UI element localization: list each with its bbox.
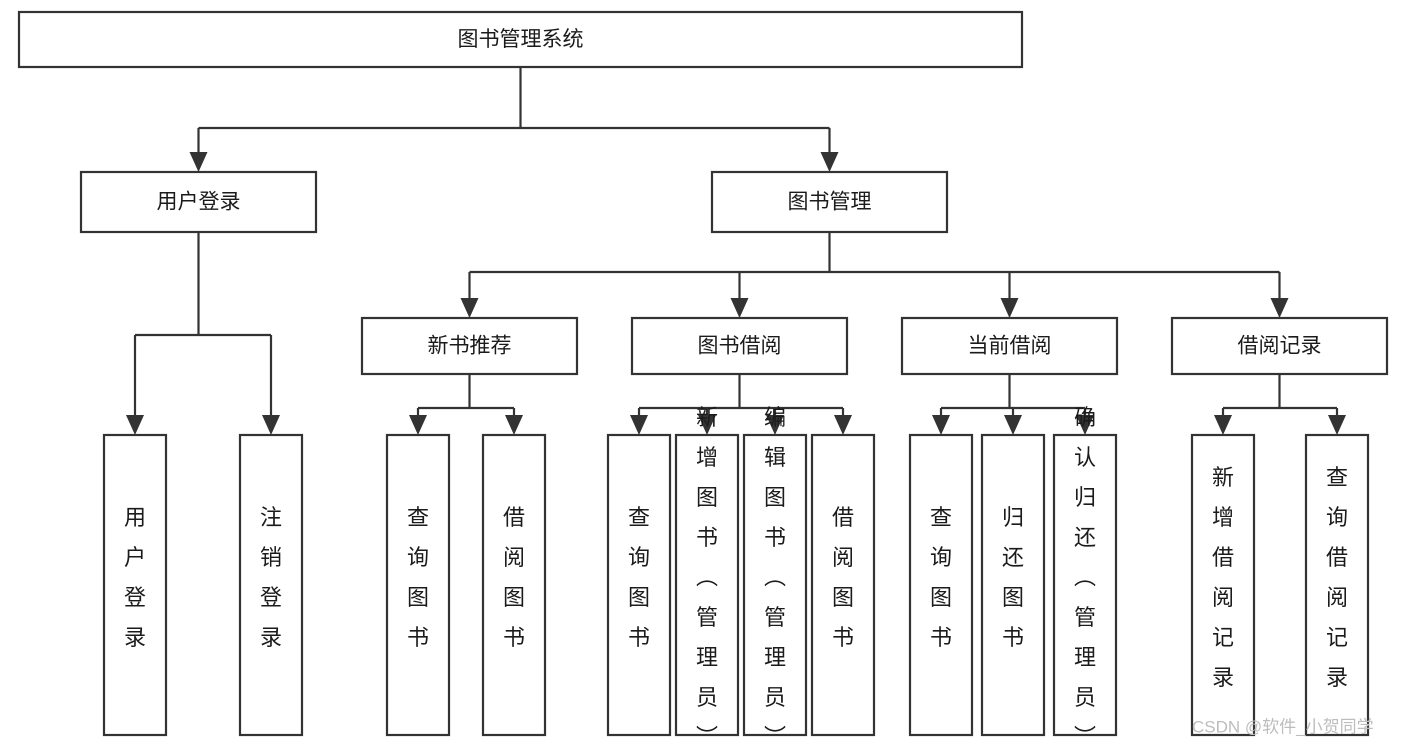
node-leaf-query-borrow-record[interactable]: 查询借阅记录 (1304, 433, 1370, 737)
arrowhead-leaf-return-book (1004, 415, 1022, 435)
arrowhead-current-borrow (1000, 298, 1019, 318)
node-label-leaf-query-book-recommend: 查询图书 (407, 505, 429, 650)
node-leaf-query-book-borrow[interactable]: 查询图书 (606, 433, 672, 737)
node-label-leaf-user-login: 用户登录 (124, 505, 146, 650)
node-label-book-management: 图书管理 (788, 191, 872, 214)
node-box-leaf-user-login (102, 433, 168, 737)
node-leaf-add-borrow-record[interactable]: 新增借阅记录 (1190, 433, 1256, 737)
node-label-leaf-edit-book-admin: 编辑图书（管理员） (764, 405, 786, 747)
arrowhead-leaf-query-book-current (932, 415, 950, 435)
node-label-book-borrow: 图书借阅 (698, 335, 782, 358)
node-box-book-management (710, 170, 949, 234)
node-label-leaf-add-book-admin: 新增图书（管理员） (696, 405, 718, 747)
node-box-leaf-borrow-book-recommend (481, 433, 547, 737)
node-box-root (17, 10, 1024, 69)
connectors-layer (126, 67, 1346, 435)
arrowhead-leaf-add-book-admin (698, 415, 716, 435)
node-label-leaf-borrow-book-recommend: 借阅图书 (503, 505, 525, 650)
arrowhead-leaf-logout (262, 415, 280, 435)
node-leaf-query-book-recommend[interactable]: 查询图书 (385, 433, 451, 737)
node-label-leaf-add-borrow-record: 新增借阅记录 (1212, 465, 1234, 690)
node-box-new-book-recommend (360, 316, 579, 376)
node-label-user-login: 用户登录 (157, 191, 241, 214)
arrowhead-book-borrow (730, 298, 749, 318)
node-label-borrow-records: 借阅记录 (1238, 335, 1322, 358)
node-leaf-user-login[interactable]: 用户登录 (102, 433, 168, 737)
node-root[interactable]: 图书管理系统 (17, 10, 1024, 69)
arrowhead-book-management (820, 152, 839, 172)
node-leaf-confirm-return-admin[interactable]: 确认归还（管理员） (1052, 405, 1118, 747)
node-box-user-login (79, 170, 318, 234)
node-box-leaf-confirm-return-admin (1052, 433, 1118, 737)
node-label-leaf-query-borrow-record: 查询借阅记录 (1326, 465, 1348, 690)
arrowhead-leaf-borrow-book-recommend (505, 415, 523, 435)
arrowhead-leaf-confirm-return-admin (1076, 415, 1094, 435)
node-leaf-return-book[interactable]: 归还图书 (980, 433, 1046, 737)
node-label-leaf-borrow-book: 借阅图书 (832, 505, 854, 650)
node-current-borrow[interactable]: 当前借阅 (900, 316, 1119, 376)
node-box-leaf-query-borrow-record (1304, 433, 1370, 737)
node-box-book-borrow (630, 316, 849, 376)
node-leaf-borrow-book[interactable]: 借阅图书 (810, 433, 876, 737)
arrowhead-leaf-query-book-borrow (630, 415, 648, 435)
node-box-leaf-return-book (980, 433, 1046, 737)
node-box-leaf-logout (238, 433, 304, 737)
node-book-borrow[interactable]: 图书借阅 (630, 316, 849, 376)
node-box-leaf-query-book-borrow (606, 433, 672, 737)
node-label-leaf-return-book: 归还图书 (1002, 505, 1024, 650)
node-label-current-borrow: 当前借阅 (968, 335, 1052, 358)
node-book-management[interactable]: 图书管理 (710, 170, 949, 234)
node-label-root: 图书管理系统 (458, 28, 584, 51)
node-borrow-records[interactable]: 借阅记录 (1170, 316, 1389, 376)
arrowhead-leaf-query-book-recommend (409, 415, 427, 435)
node-label-leaf-logout: 注销登录 (260, 505, 282, 650)
csdn-watermark: CSDN @软件_小贺同学 (1192, 717, 1374, 736)
node-label-leaf-confirm-return-admin: 确认归还（管理员） (1074, 405, 1096, 747)
node-label-leaf-query-book-current: 查询图书 (930, 505, 952, 650)
node-label-new-book-recommend: 新书推荐 (428, 335, 512, 358)
node-box-leaf-edit-book-admin (742, 433, 808, 737)
arrowhead-leaf-borrow-book (834, 415, 852, 435)
arrowhead-borrow-records (1270, 298, 1289, 318)
node-leaf-borrow-book-recommend[interactable]: 借阅图书 (481, 433, 547, 737)
node-leaf-edit-book-admin[interactable]: 编辑图书（管理员） (742, 405, 808, 747)
node-new-book-recommend[interactable]: 新书推荐 (360, 316, 579, 376)
node-user-login[interactable]: 用户登录 (79, 170, 318, 234)
node-leaf-query-book-current[interactable]: 查询图书 (908, 433, 974, 737)
node-box-leaf-borrow-book (810, 433, 876, 737)
node-leaf-logout[interactable]: 注销登录 (238, 433, 304, 737)
node-box-leaf-query-book-current (908, 433, 974, 737)
arrowhead-leaf-user-login (126, 415, 144, 435)
arrowhead-leaf-add-borrow-record (1214, 415, 1232, 435)
node-box-current-borrow (900, 316, 1119, 376)
node-box-leaf-query-book-recommend (385, 433, 451, 737)
nodes-layer: 图书管理系统用户登录图书管理新书推荐图书借阅当前借阅借阅记录用户登录注销登录查询… (17, 10, 1389, 747)
node-leaf-add-book-admin[interactable]: 新增图书（管理员） (674, 405, 740, 747)
node-label-leaf-query-book-borrow: 查询图书 (628, 505, 650, 650)
arrowhead-leaf-edit-book-admin (766, 415, 784, 435)
arrowhead-new-book-recommend (460, 298, 479, 318)
node-box-borrow-records (1170, 316, 1389, 376)
node-box-leaf-add-book-admin (674, 433, 740, 737)
arrowhead-leaf-query-borrow-record (1328, 415, 1346, 435)
arrowhead-user-login (189, 152, 208, 172)
node-box-leaf-add-borrow-record (1190, 433, 1256, 737)
